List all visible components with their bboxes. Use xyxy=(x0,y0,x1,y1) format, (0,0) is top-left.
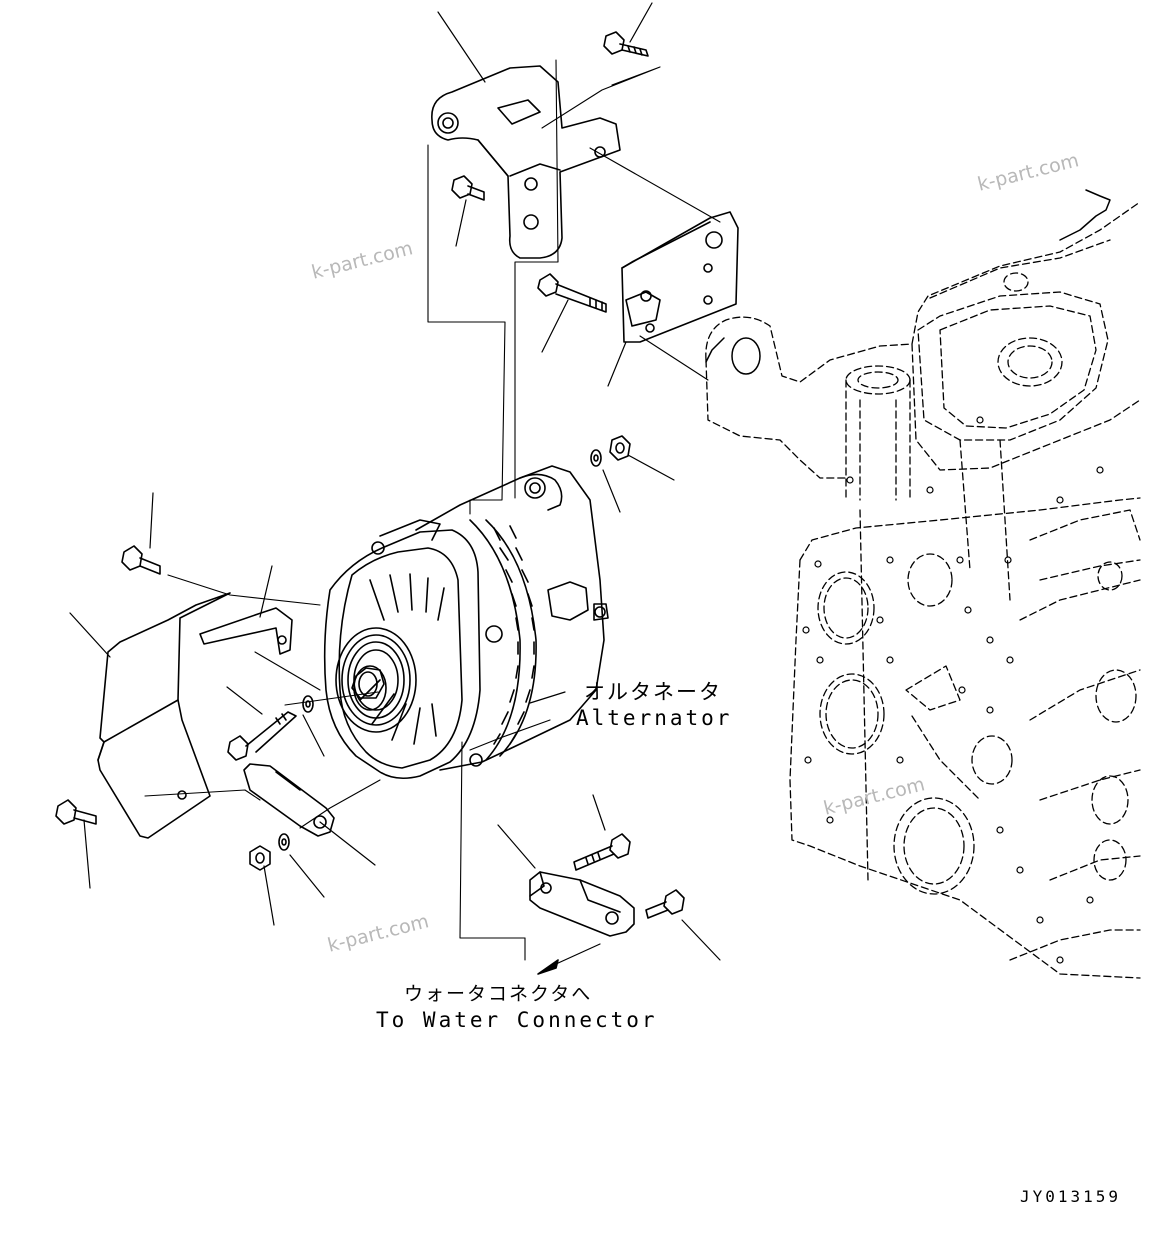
alternator-label-jp: オルタネータ xyxy=(584,680,722,704)
alternator xyxy=(323,465,609,780)
bolt-left-lower xyxy=(55,799,97,825)
alternator-label-en: Alternator xyxy=(576,706,733,730)
water-connector-arrow xyxy=(537,943,601,975)
bolt-top xyxy=(603,31,649,57)
alternator-bracket-plate xyxy=(621,211,739,343)
assembly-centerlines xyxy=(144,59,721,961)
nut-washer-bottom xyxy=(249,833,290,871)
bolt-bottom-2 xyxy=(645,889,685,919)
bolt-bottom-1 xyxy=(573,833,631,871)
engine-block xyxy=(705,201,1141,979)
water-connector-label-jp: ウォータコネクタへ xyxy=(404,983,593,1005)
engine-solid-edges xyxy=(705,189,1111,375)
cover-plate xyxy=(97,592,231,839)
bolt-left-top xyxy=(121,545,161,575)
bolt-bracket xyxy=(451,175,485,201)
bolt-left-middle xyxy=(227,695,314,761)
engine-bolt-holes xyxy=(802,416,1104,964)
bolt-long xyxy=(537,273,607,313)
bolts xyxy=(55,31,685,919)
washer-nut-right xyxy=(590,435,631,467)
water-connector-label-en: To Water Connector xyxy=(376,1008,658,1032)
adjusting-link xyxy=(243,763,335,837)
drawing-number: JY013159 xyxy=(1020,1187,1122,1206)
leader-lines xyxy=(69,2,721,961)
spacer-block xyxy=(529,871,635,937)
alternator-bracket-upper xyxy=(431,65,621,259)
l-bracket xyxy=(199,607,293,655)
